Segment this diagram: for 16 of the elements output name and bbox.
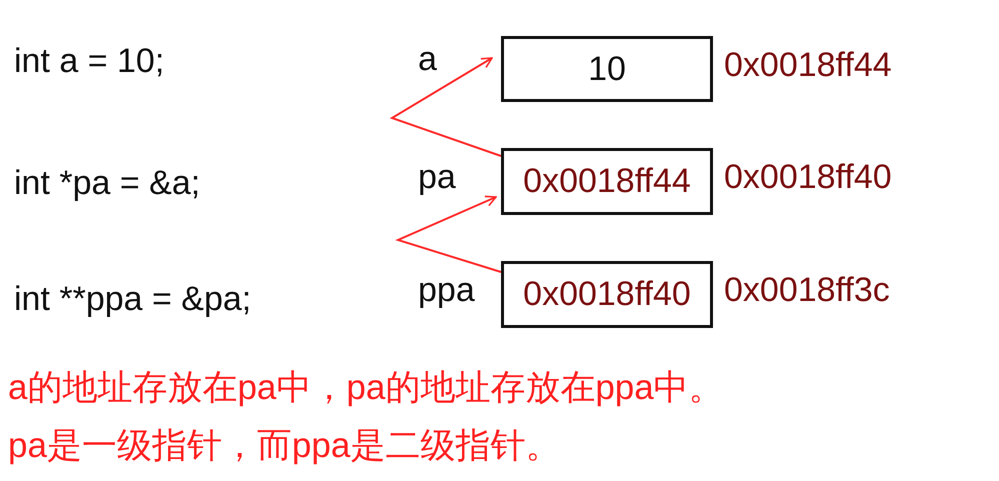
code-line: int **ppa = &pa; <box>14 282 252 316</box>
arrow <box>390 57 502 157</box>
note-text: pa是一级指针，而ppa是二级指针。 <box>8 428 560 463</box>
variable-name: pa <box>418 160 456 194</box>
code-line: int *pa = &a; <box>14 166 200 200</box>
arrow <box>395 196 502 273</box>
address-label: 0x0018ff44 <box>724 48 892 82</box>
memory-cell: 0x0018ff44 <box>501 148 713 215</box>
variable-name: ppa <box>418 273 475 307</box>
code-line: int a = 10; <box>14 44 164 78</box>
note-text: a的地址存放在pa中，pa的地址存放在ppa中。 <box>8 370 724 405</box>
address-label: 0x0018ff40 <box>724 160 892 194</box>
variable-name: a <box>418 42 437 76</box>
memory-cell: 0x0018ff40 <box>501 261 713 328</box>
memory-cell: 10 <box>501 36 713 102</box>
address-label: 0x0018ff3c <box>724 273 890 307</box>
